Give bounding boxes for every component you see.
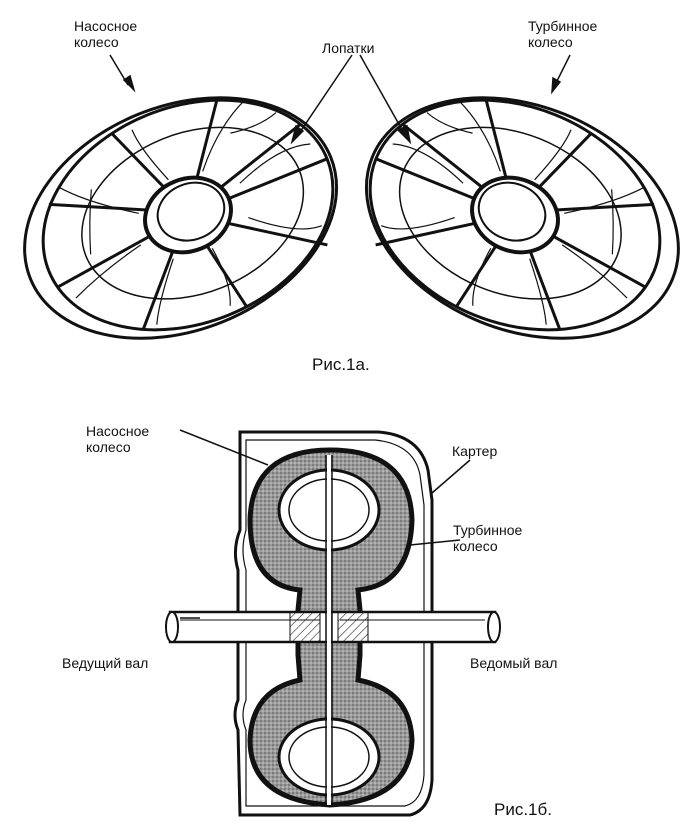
turbine-blades [375,99,655,331]
fig1b-leader-lines [179,429,471,619]
fig1b-pump-wheel-label-line2: колесо [86,439,131,455]
pump-blades [48,99,328,331]
fig1b-turbine-wheel-label: Турбинное колесо [453,522,522,554]
fig1a-turbine-wheel-label: Турбинное колесо [528,18,597,50]
housing [233,430,434,817]
fig1a-pump-wheel-label-line2: колесо [74,34,119,50]
fig1b-turbine-wheel-label-line1: Турбинное [453,522,523,538]
fig1b-housing-label: Картер [452,443,498,459]
fig1a-pump-wheel-label: Насосное колесо [74,18,137,50]
fig1b-driving-shaft-label: Ведущий вал [62,655,149,671]
fig1b-driven-shaft-label: Ведомый вал [470,655,558,671]
fig1a-blades-label: Лопатки [322,40,375,56]
turbine-wheel [364,96,680,340]
fig1a-leader-lines [109,54,571,145]
fig1b-pump-wheel-label: Насосное колесо [86,423,149,455]
fig1b-turbine-wheel-label-line2: колесо [453,538,498,554]
torque-converter-section [165,430,501,817]
fig1b-pump-wheel-label-line1: Насосное [86,423,150,439]
fig1a-caption: Рис.1а. [312,355,370,374]
fig1a-pump-wheel-label-line1: Насосное [74,18,138,34]
pump-wheel [23,96,339,340]
fig1b-caption: Рис.1б. [494,800,552,819]
fig1a-turbine-wheel-label-line1: Турбинное [528,18,598,34]
fig1a-turbine-wheel-label-line2: колесо [528,34,573,50]
